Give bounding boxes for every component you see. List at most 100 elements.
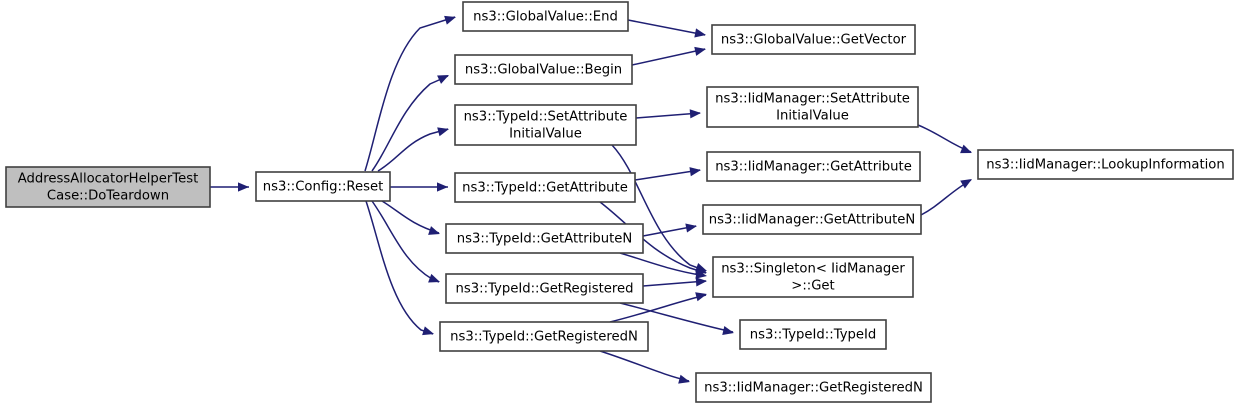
call-edge bbox=[920, 179, 972, 216]
graph-node-tid_getregistered[interactable]: ns3::TypeId::GetRegistered bbox=[445, 273, 644, 304]
graph-node-iid_setattrinit[interactable]: ns3::IidManager::SetAttributeInitialValu… bbox=[706, 86, 919, 128]
edge-arrowhead-icon bbox=[960, 179, 972, 189]
node-label: ns3::TypeId::GetRegistered bbox=[456, 282, 634, 297]
node-box[interactable] bbox=[454, 172, 636, 203]
call-edge bbox=[599, 350, 690, 384]
edge-line bbox=[611, 144, 707, 272]
node-label: InitialValue bbox=[509, 127, 582, 142]
call-edge bbox=[210, 182, 249, 192]
node-box[interactable] bbox=[445, 273, 644, 304]
edge-arrowhead-icon bbox=[444, 15, 456, 25]
edge-arrowhead-icon bbox=[437, 127, 449, 137]
edge-layer bbox=[210, 15, 972, 384]
node-label: AddressAllocatorHelperTest bbox=[18, 172, 199, 187]
node-box[interactable] bbox=[702, 204, 922, 235]
node-box[interactable] bbox=[255, 171, 391, 202]
edge-line bbox=[599, 350, 690, 382]
node-box[interactable] bbox=[695, 372, 932, 403]
node-label: >::Get bbox=[791, 279, 834, 294]
graph-node-iid_lookupinfo[interactable]: ns3::IidManager::LookupInformation bbox=[977, 149, 1234, 180]
node-label: ns3::GlobalValue::End bbox=[473, 10, 618, 25]
edge-line bbox=[364, 16, 456, 172]
graph-node-tid_typeid[interactable]: ns3::TypeId::TypeId bbox=[739, 319, 887, 350]
call-edge bbox=[619, 302, 734, 335]
edge-arrowhead-icon bbox=[437, 182, 448, 192]
graph-node-gv_begin[interactable]: ns3::GlobalValue::Begin bbox=[454, 54, 633, 85]
node-box[interactable] bbox=[706, 86, 919, 128]
call-edge bbox=[381, 200, 440, 235]
node-box[interactable] bbox=[711, 24, 916, 55]
edge-arrowhead-icon bbox=[695, 292, 707, 302]
graph-node-tid_getattr[interactable]: ns3::TypeId::GetAttribute bbox=[454, 172, 636, 203]
node-label: ns3::IidManager::LookupInformation bbox=[986, 158, 1224, 173]
graph-node-root[interactable]: AddressAllocatorHelperTestCase::DoTeardo… bbox=[5, 166, 211, 208]
edge-line bbox=[642, 280, 707, 287]
call-edge bbox=[619, 252, 707, 279]
call-edge bbox=[631, 46, 706, 66]
node-label: ns3::GlobalValue::GetVector bbox=[721, 33, 907, 48]
edge-line bbox=[377, 128, 449, 172]
node-box[interactable] bbox=[454, 54, 633, 85]
node-box[interactable] bbox=[712, 256, 914, 298]
edge-line bbox=[627, 19, 706, 36]
node-box[interactable] bbox=[977, 149, 1234, 180]
node-label: ns3::TypeId::TypeId bbox=[750, 328, 877, 343]
node-box[interactable] bbox=[706, 151, 921, 182]
node-box[interactable] bbox=[439, 321, 649, 352]
edge-arrowhead-icon bbox=[428, 226, 440, 235]
graph-node-iid_getattrn[interactable]: ns3::IidManager::GetAttributeN bbox=[702, 204, 922, 235]
graph-node-tid_getregisteredn[interactable]: ns3::TypeId::GetRegisteredN bbox=[439, 321, 649, 352]
node-label: ns3::IidManager::GetAttributeN bbox=[709, 213, 916, 228]
node-box[interactable] bbox=[454, 104, 637, 146]
edge-line bbox=[619, 302, 734, 333]
edge-line bbox=[631, 48, 706, 66]
node-box[interactable] bbox=[462, 1, 629, 32]
node-label: ns3::TypeId::GetAttribute bbox=[462, 181, 628, 196]
edge-line bbox=[365, 200, 434, 335]
edge-arrowhead-icon bbox=[695, 269, 707, 279]
call-edge bbox=[642, 223, 697, 237]
graph-node-gv_getvector[interactable]: ns3::GlobalValue::GetVector bbox=[711, 24, 916, 55]
edge-line bbox=[634, 169, 701, 181]
call-edge bbox=[642, 277, 707, 287]
edge-arrowhead-icon bbox=[694, 28, 706, 38]
node-layer: AddressAllocatorHelperTestCase::DoTeardo… bbox=[5, 1, 1234, 403]
node-label: ns3::Singleton< IidManager bbox=[721, 262, 905, 277]
edge-arrowhead-icon bbox=[695, 277, 707, 287]
graph-node-iid_getregisteredn[interactable]: ns3::IidManager::GetRegisteredN bbox=[695, 372, 932, 403]
graph-node-tid_getattrn[interactable]: ns3::TypeId::GetAttributeN bbox=[445, 223, 644, 254]
edge-arrowhead-icon bbox=[689, 167, 701, 177]
node-label: InitialValue bbox=[776, 109, 849, 124]
call-edge bbox=[365, 200, 434, 336]
node-label: ns3::GlobalValue::Begin bbox=[465, 63, 622, 78]
node-label: ns3::TypeId::GetRegisteredN bbox=[450, 330, 638, 345]
call-edge bbox=[364, 15, 456, 172]
node-label: ns3::IidManager::GetAttribute bbox=[715, 160, 912, 175]
call-edge bbox=[627, 19, 706, 38]
node-box[interactable] bbox=[445, 223, 644, 254]
graph-node-singleton_get[interactable]: ns3::Singleton< IidManager>::Get bbox=[712, 256, 914, 298]
node-label: Case::DoTeardown bbox=[47, 189, 169, 204]
edge-arrowhead-icon bbox=[428, 273, 440, 283]
node-label: ns3::TypeId::GetAttributeN bbox=[457, 232, 633, 247]
node-label: ns3::IidManager::GetRegisteredN bbox=[704, 381, 923, 396]
call-edge bbox=[635, 109, 701, 119]
edge-arrowhead-icon bbox=[422, 326, 434, 336]
node-box[interactable] bbox=[739, 319, 887, 350]
edge-arrowhead-icon bbox=[960, 144, 972, 154]
edge-arrowhead-icon bbox=[678, 374, 690, 384]
call-edge bbox=[371, 200, 440, 283]
call-edge bbox=[377, 127, 449, 172]
node-label: ns3::IidManager::SetAttribute bbox=[715, 92, 910, 107]
node-box[interactable] bbox=[5, 166, 211, 208]
edge-arrowhead-icon bbox=[238, 182, 249, 192]
graph-node-config_reset[interactable]: ns3::Config::Reset bbox=[255, 171, 391, 202]
call-edge bbox=[371, 75, 449, 172]
edge-line bbox=[371, 75, 449, 172]
graph-node-gv_end[interactable]: ns3::GlobalValue::End bbox=[462, 1, 629, 32]
graph-node-iid_getattr[interactable]: ns3::IidManager::GetAttribute bbox=[706, 151, 921, 182]
edge-arrowhead-icon bbox=[722, 326, 734, 335]
